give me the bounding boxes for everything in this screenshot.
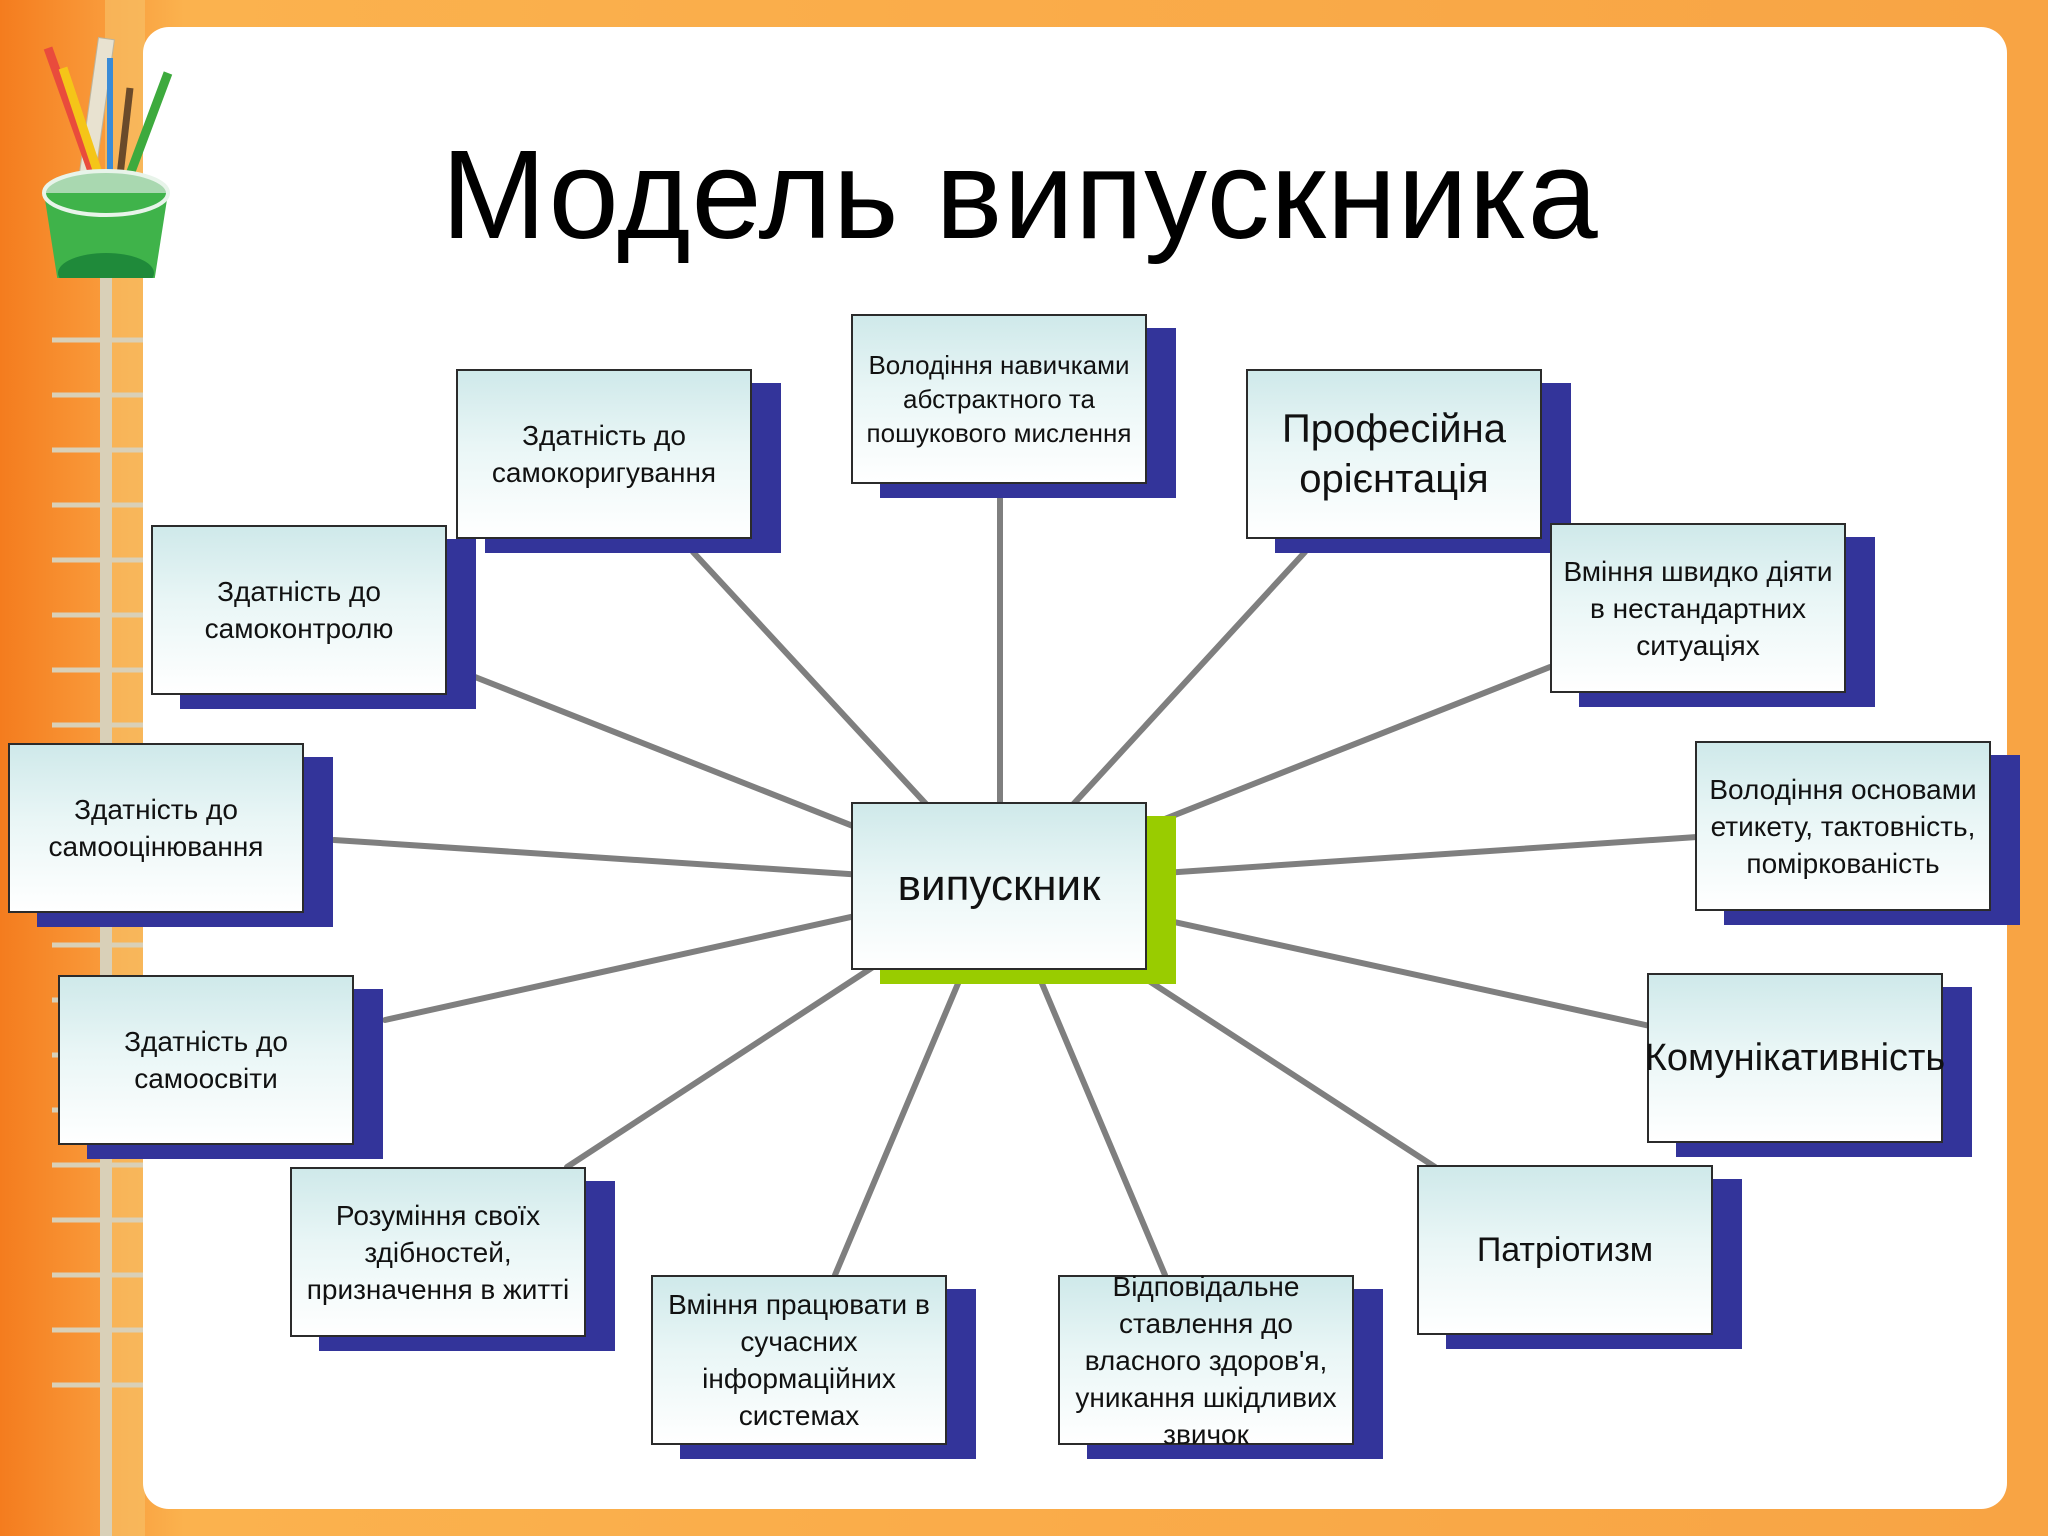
node-label: Здатність до самоосвіти xyxy=(58,975,354,1145)
node-professional-orientation: Професійна орієнтація xyxy=(1246,369,1571,553)
node-patriotism: Патріотизм xyxy=(1417,1165,1742,1349)
node-communicativeness: Комунікативність xyxy=(1645,973,1972,1157)
node-health: Відповідальне ставлення до власного здор… xyxy=(1058,1271,1383,1459)
center-node: випускник xyxy=(851,802,1176,984)
node-self-correction: Здатність до самокоригування xyxy=(456,369,781,553)
slide-title: Модель випускника xyxy=(441,124,1599,265)
node-label: Здатність до самокоригування xyxy=(456,369,752,539)
node-label: Вміння швидко діяти в нестандартних ситу… xyxy=(1550,523,1846,693)
node-label: Вміння працювати в сучасних інформаційни… xyxy=(651,1275,947,1445)
node-label: Професійна орієнтація xyxy=(1246,369,1542,539)
node-label: Відповідальне ставлення до власного здор… xyxy=(1058,1271,1354,1450)
pencil-cup-icon xyxy=(42,37,173,278)
node-understanding-abilities: Розуміння своїх здібностей, призначення … xyxy=(290,1167,615,1351)
node-abstract-thinking: Володіння навичками абстрактного та пошу… xyxy=(851,314,1176,498)
node-label: Володіння основами етикету, тактовність,… xyxy=(1695,741,1991,911)
node-label: Володіння навичками абстрактного та пошу… xyxy=(851,314,1147,484)
node-quick-action: Вміння швидко діяти в нестандартних ситу… xyxy=(1550,523,1875,707)
node-self-control: Здатність до самоконтролю xyxy=(151,525,476,709)
node-label: Патріотизм xyxy=(1417,1165,1713,1335)
node-label: Розуміння своїх здібностей, призначення … xyxy=(290,1167,586,1337)
node-info-systems: Вміння працювати в сучасних інформаційни… xyxy=(651,1275,976,1459)
node-label: Комунікативність xyxy=(1645,973,1945,1143)
node-self-education: Здатність до самоосвіти xyxy=(58,975,383,1159)
node-label: Здатність до самоконтролю xyxy=(151,525,447,695)
node-label: Здатність до самооцінювання xyxy=(8,743,304,913)
node-self-assessment: Здатність до самооцінювання xyxy=(8,743,333,927)
node-etiquette: Володіння основами етикету, тактовність,… xyxy=(1695,741,2020,925)
center-label: випускник xyxy=(851,802,1147,970)
